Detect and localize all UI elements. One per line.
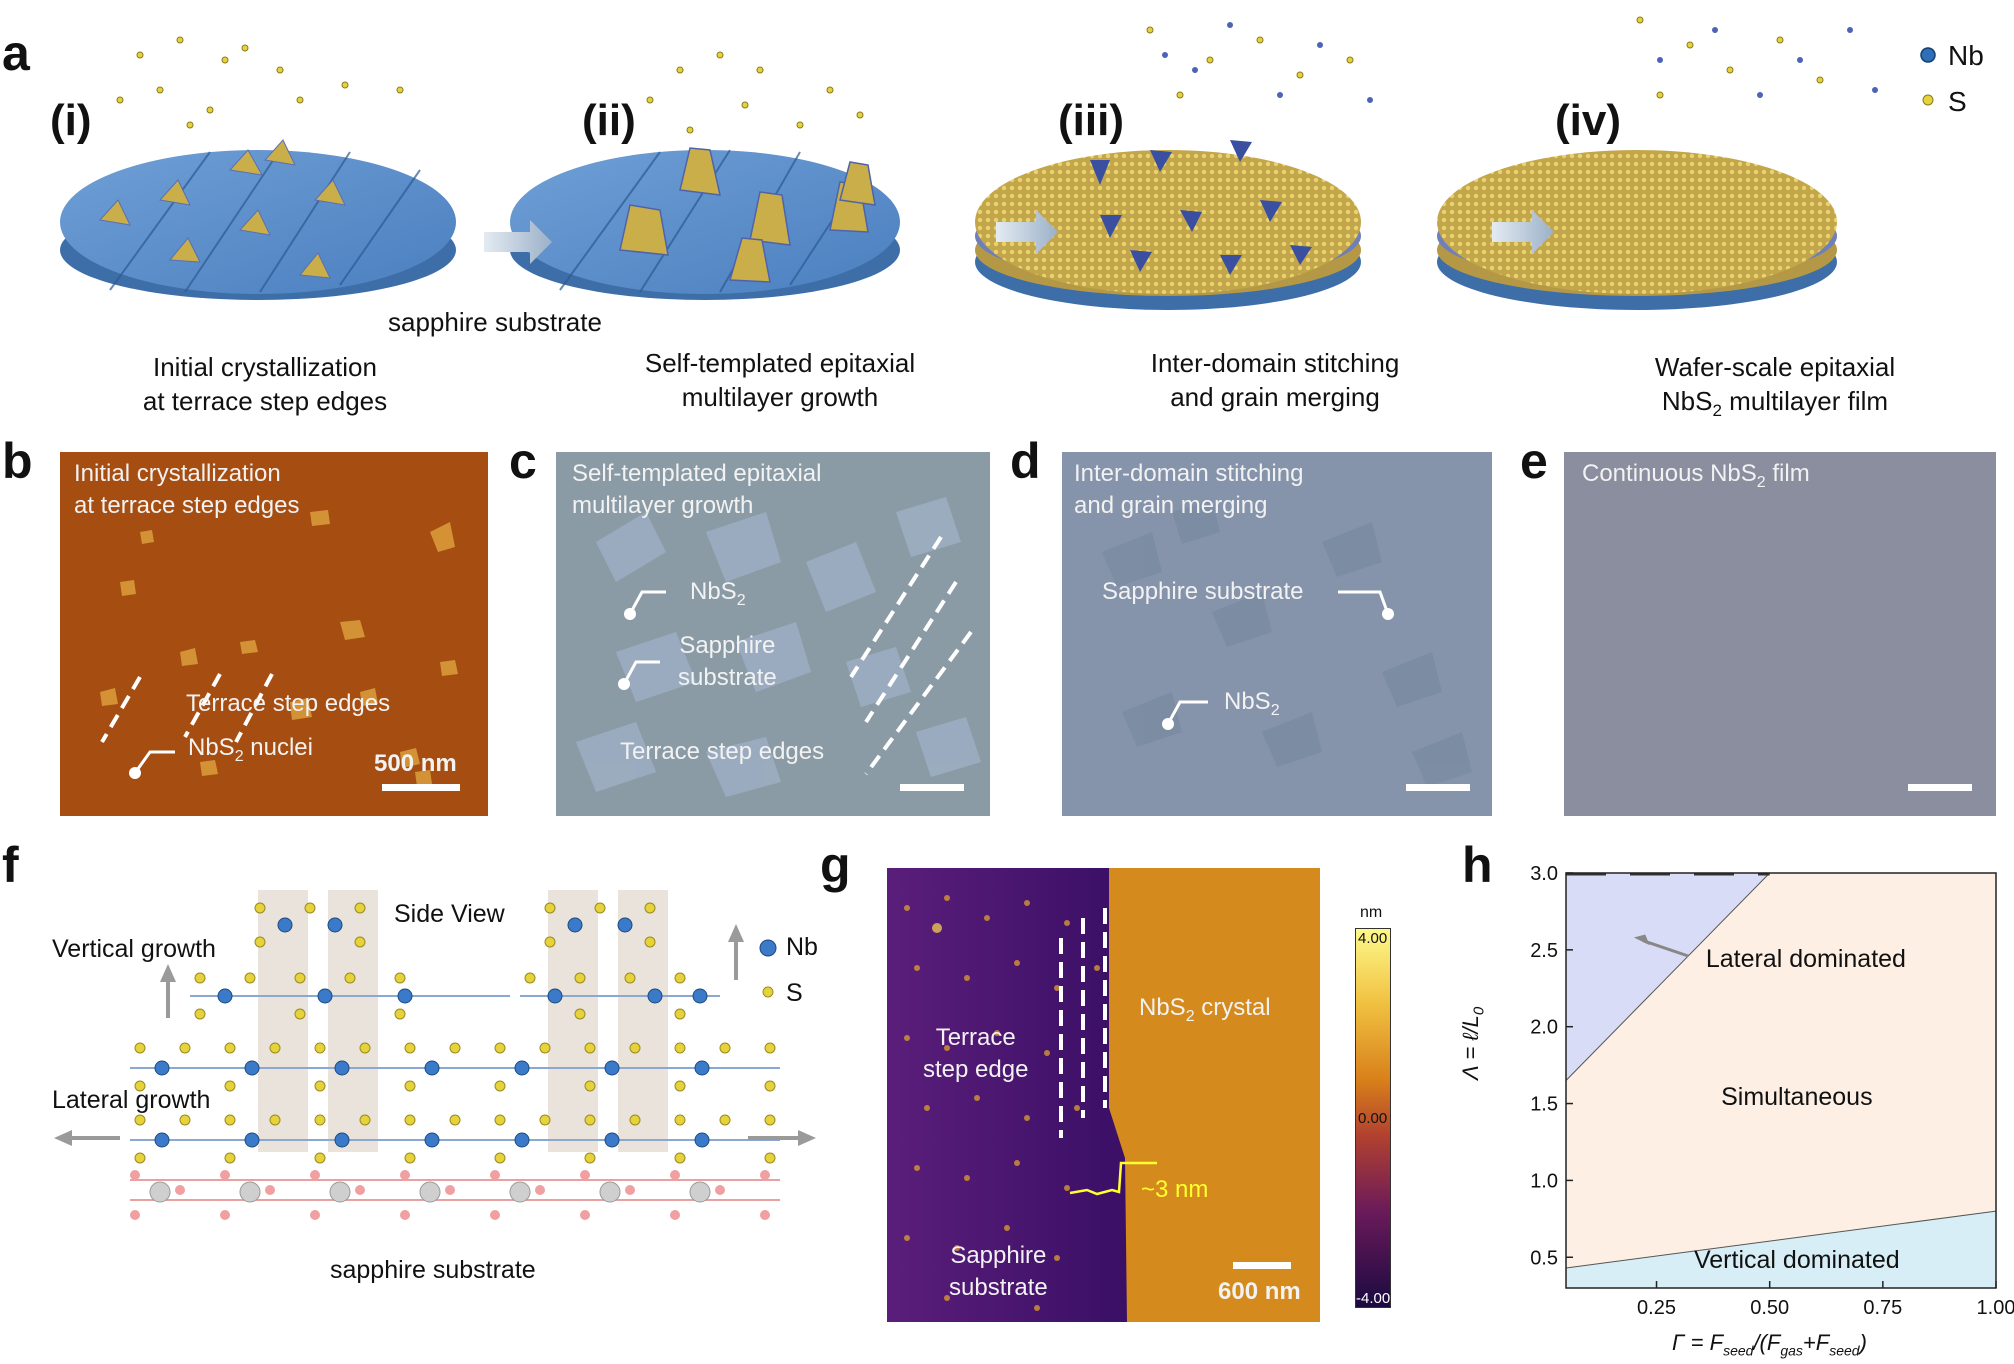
optical-d-scale-bar: [1406, 784, 1470, 791]
optical-c-scale-bar: [900, 784, 964, 791]
afm-g-height-label: ~3 nm: [1141, 1176, 1209, 1203]
afm-b-nuclei-label: NbS2 nuclei: [188, 734, 313, 765]
optical-d-nbs2-label: NbS2: [1224, 688, 1280, 719]
optical-e-scale-bar: [1908, 784, 1972, 791]
y-tick-label: 1.0: [1530, 1170, 1558, 1192]
panel-label-h: h: [1462, 837, 1493, 893]
x-tick-label: 0.25: [1637, 1297, 1676, 1319]
substrate-label-f: sapphire substrate: [330, 1256, 536, 1284]
colorbar-tick-top: 4.00: [1358, 930, 1388, 947]
y-tick-label: 3.0: [1530, 863, 1558, 885]
lateral-pointer-arrow: [1642, 939, 1689, 958]
plot-frame: [1565, 872, 1997, 1289]
panel-label-b: b: [2, 433, 33, 489]
x-tick-label: 1.00: [1977, 1297, 2014, 1319]
step-label-ii: (ii): [582, 96, 636, 145]
crystal-structure-side-view: [54, 890, 816, 1220]
chart-ylabel: Λ = ℓ/L0: [1458, 1006, 1488, 1080]
legend-nb-atom: [1920, 47, 1936, 63]
caption-step-iv: Wafer-scale epitaxial NbS2 multilayer fi…: [1654, 352, 1896, 421]
legend-nb-label: Nb: [1948, 40, 1984, 71]
substrate-label: sapphire substrate: [388, 307, 602, 337]
afm-b-step-label: Terrace step edges: [186, 690, 391, 717]
colorbar-tick-mid: 0.00: [1358, 1110, 1388, 1127]
panel-label-a: a: [2, 25, 30, 81]
panel-label-g: g: [820, 837, 851, 893]
afm-g-scale-text: 600 nm: [1218, 1278, 1301, 1305]
optical-e-title: Continuous NbS2 film: [1582, 460, 1810, 491]
optical-d-sapphire-label: Sapphire substrate: [1102, 578, 1304, 605]
legend-s-label: S: [1948, 86, 1967, 117]
panel-label-e: e: [1520, 433, 1548, 489]
afm-g-scale-bar: [1233, 1262, 1291, 1269]
x-tick-label: 0.50: [1750, 1297, 1789, 1319]
label-simultaneous: Simultaneous: [1721, 1083, 1872, 1111]
disc-step-iii: [975, 140, 1361, 310]
afm-b-scale-text: 500 nm: [374, 750, 457, 777]
side-view-label: Side View: [394, 900, 505, 928]
boundary-lateral: [1565, 872, 1771, 1081]
colorbar: [1355, 928, 1391, 1308]
colorbar-unit: nm: [1360, 904, 1383, 921]
colorbar-tick-bottom: -4.00: [1356, 1290, 1391, 1307]
precursor-s-atoms: [116, 16, 1934, 134]
optical-image-e: Continuous NbS2 film: [1564, 452, 1996, 816]
y-tick-label: 1.5: [1530, 1094, 1558, 1116]
label-lateral-dominated: Lateral dominated: [1706, 945, 1906, 973]
step-label-iii: (iii): [1058, 96, 1124, 145]
panel-label-c: c: [509, 433, 537, 489]
y-tick-label: 0.5: [1530, 1247, 1558, 1269]
disc-step-iv: [1437, 150, 1837, 310]
disc-step-ii: [510, 147, 900, 300]
vertical-growth-label: Vertical growth: [52, 935, 216, 963]
optical-c-step-label: Terrace step edges: [620, 738, 825, 765]
x-tick-label: 0.75: [1863, 1297, 1902, 1319]
y-tick-label: 2.0: [1530, 1017, 1558, 1039]
label-vertical-dominated: Vertical dominated: [1694, 1246, 1900, 1274]
y-tick-label: 2.5: [1530, 940, 1558, 962]
legend-nb-label-f: Nb: [786, 933, 818, 961]
legend-s-atom-f: [762, 986, 774, 998]
panel-a-illustrations: [60, 16, 1936, 310]
process-arrow-3: [1492, 210, 1554, 254]
legend-s-label-f: S: [786, 979, 803, 1007]
afm-g-crystal-label: NbS2 crystal: [1139, 994, 1271, 1025]
optical-c-nbs2-label: NbS2: [690, 578, 746, 609]
lateral-pointer-head: [1633, 934, 1650, 946]
boundary-vertical: [1565, 1210, 1997, 1269]
disc-step-i: [60, 139, 456, 300]
chart-xlabel: Γ = Fseed/(Fgas+Fseed): [1672, 1330, 1867, 1359]
process-arrow-2: [996, 210, 1058, 254]
precursor-nb-atoms: [1162, 22, 1878, 103]
legend-nb-atom-f: [759, 939, 777, 957]
panel-label-d: d: [1010, 433, 1041, 489]
step-label-iv: (iv): [1555, 96, 1621, 145]
step-label-i: (i): [50, 96, 92, 145]
afm-b-scale-bar: [382, 784, 460, 791]
lateral-growth-label: Lateral growth: [52, 1086, 211, 1114]
process-arrow-1: [484, 220, 552, 264]
panel-label-f: f: [2, 837, 19, 893]
region-vertical: [1566, 1211, 1996, 1288]
